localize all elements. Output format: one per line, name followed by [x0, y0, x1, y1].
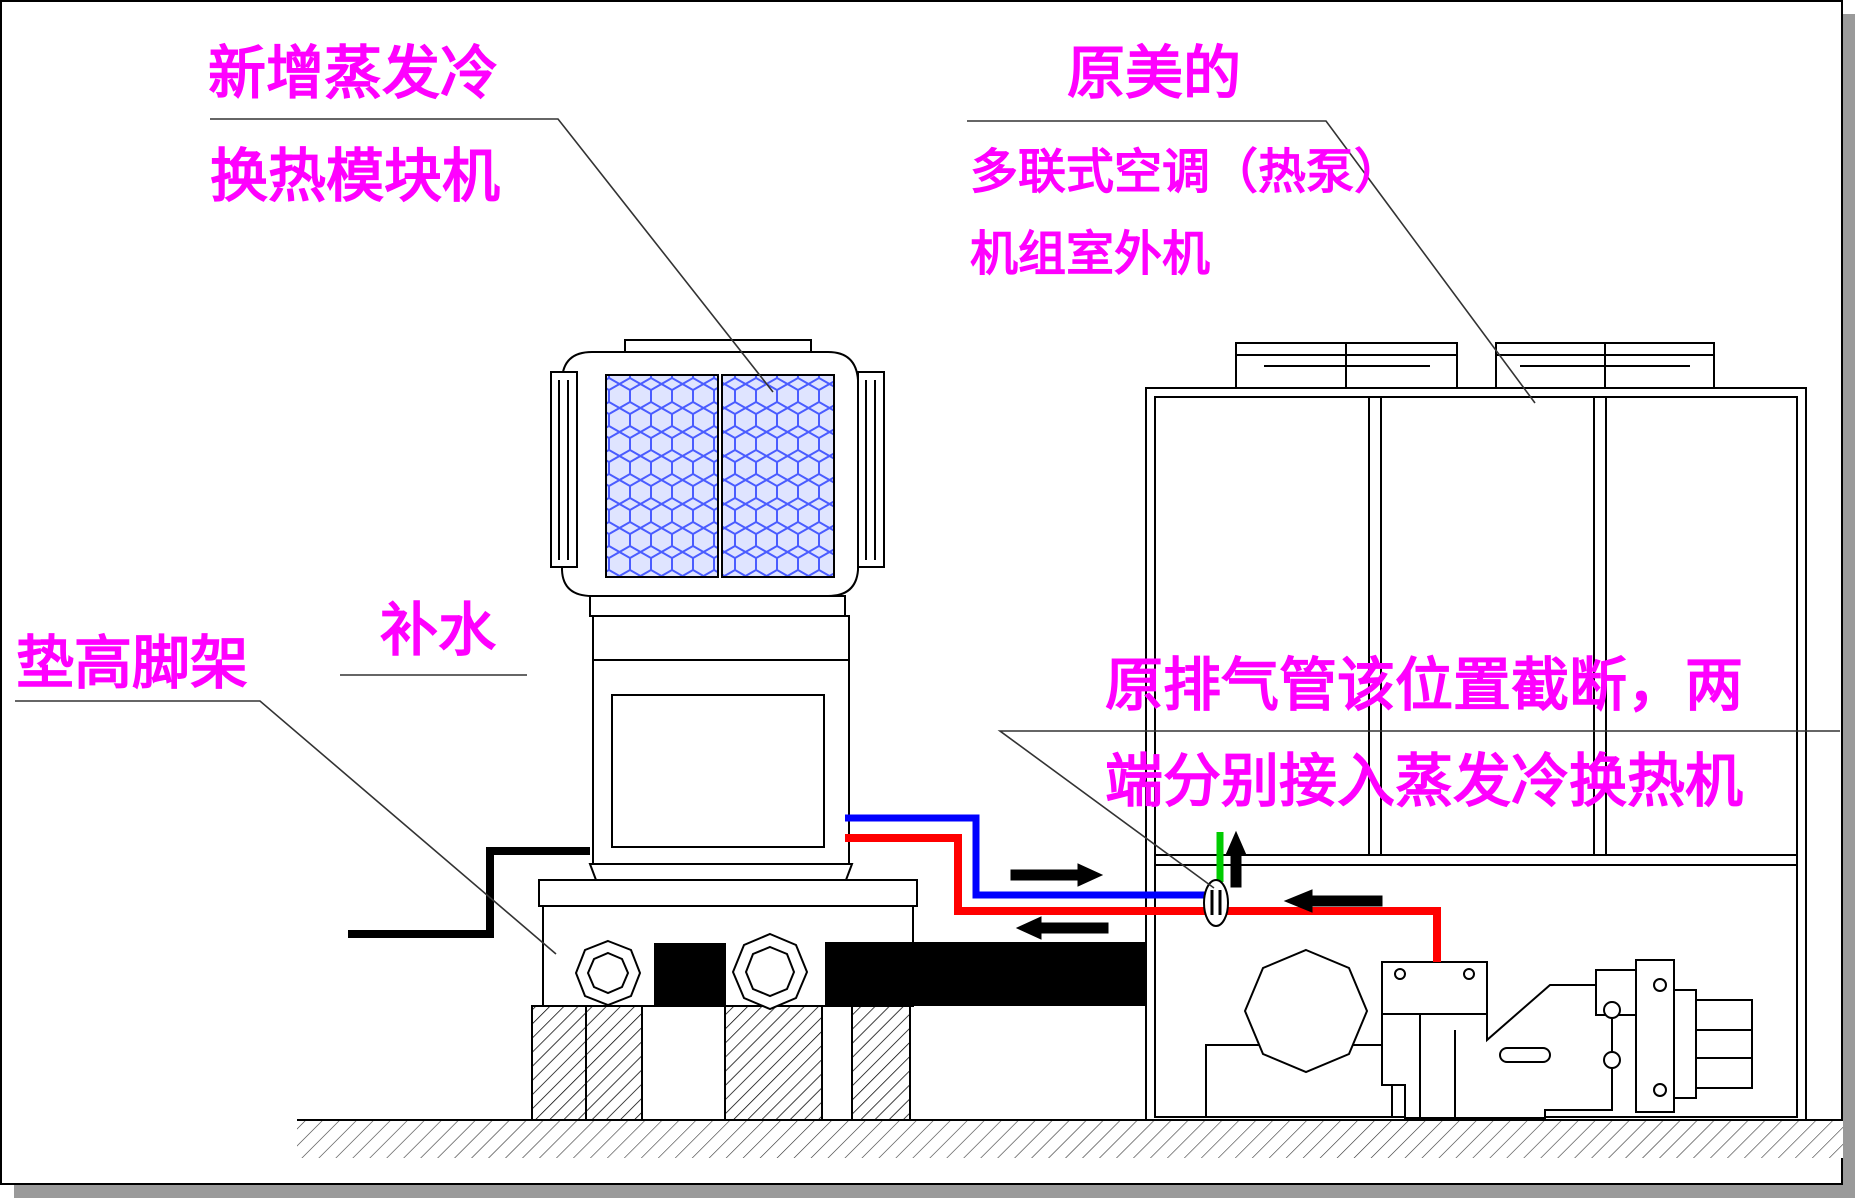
label-cut-note-line1: 原排气管该位置截断，两	[1105, 651, 1744, 719]
label-cut-note-line2: 端分别接入蒸发冷换热机	[1105, 747, 1744, 815]
ground	[297, 1119, 1843, 1158]
label-raised-frame: 垫高脚架	[16, 629, 249, 697]
label-evap-module-line1: 新增蒸发冷	[208, 39, 499, 107]
evap-cooling-module	[550, 339, 885, 881]
label-orig-line2: 多联式空调（热泵）	[970, 144, 1403, 200]
discharge-pipe-red	[845, 834, 1441, 962]
return-pipe-blue	[845, 814, 1215, 899]
cut-point-ellipse	[1203, 879, 1229, 927]
original-outdoor-unit	[1145, 342, 1807, 1121]
grille-left	[605, 374, 719, 578]
flow-arrows	[1010, 830, 1383, 940]
leader-lines	[15, 118, 1840, 955]
makeup-water-pipe	[348, 847, 590, 938]
label-makeup-water: 补水	[380, 596, 497, 664]
pipes-under-module	[574, 932, 1225, 1011]
label-evap-module-line2: 换热模块机	[210, 142, 501, 210]
grille-right	[721, 374, 835, 578]
label-orig-line1: 原美的	[1067, 39, 1242, 107]
label-orig-line3: 机组室外机	[970, 226, 1211, 282]
